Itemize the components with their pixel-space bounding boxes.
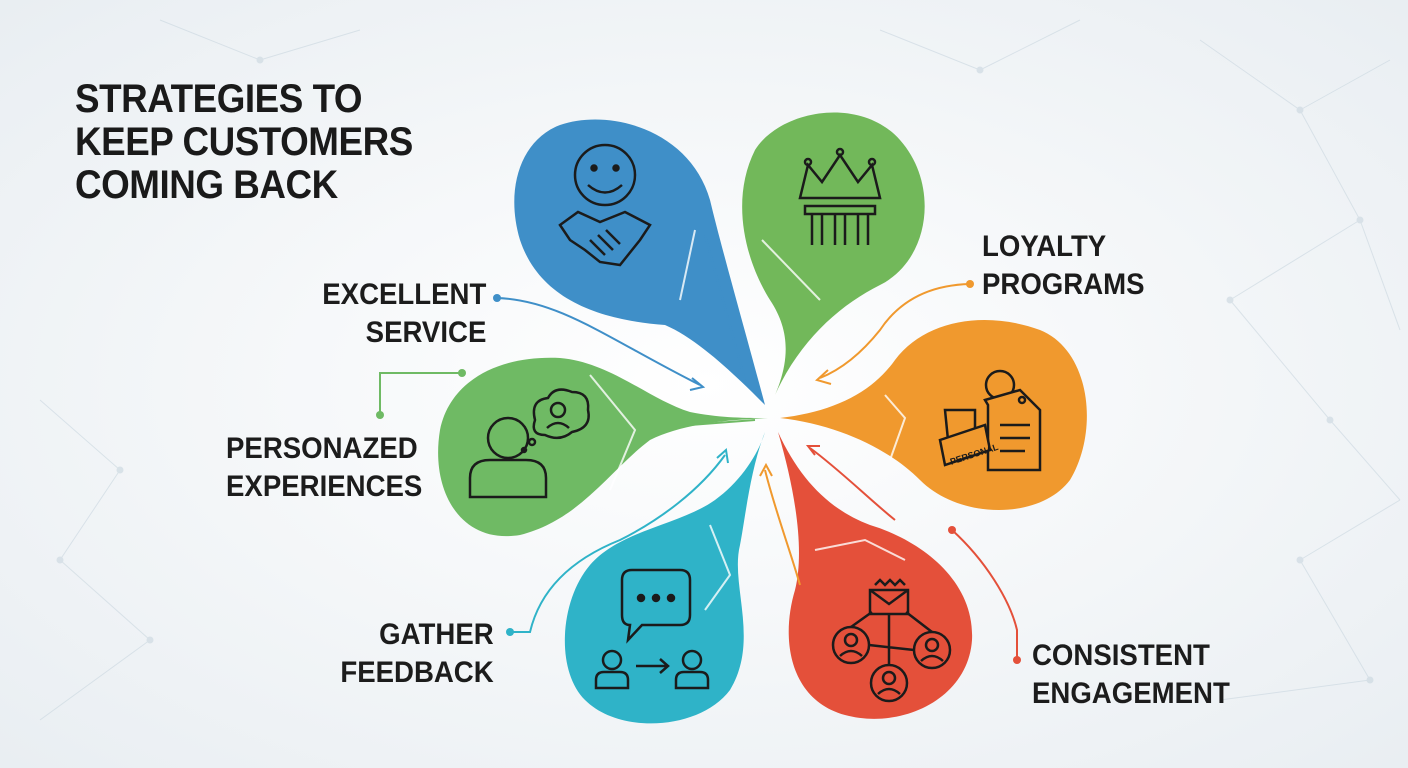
petal-crown: [742, 112, 925, 396]
label-consistent-engagement-line-2: ENGAGEMENT: [1032, 677, 1230, 710]
title-line-2: KEEP CUSTOMERS: [75, 120, 413, 164]
label-loyalty-programs-line-1: LOYALTY: [982, 230, 1107, 263]
connector-consistent-engagement: [951, 529, 1018, 660]
label-excellent-service-line-1: EXCELLENT: [321, 278, 486, 311]
smile-handshake-icon: [558, 143, 652, 267]
label-gather-feedback-line-2: FEEDBACK: [340, 656, 494, 689]
label-gather-feedback-line-1: GATHER: [379, 618, 494, 651]
price-tag-icon: [938, 369, 1042, 472]
petal-excellent-service: [514, 119, 765, 405]
connector-loyalty-programs: [819, 283, 971, 379]
title-line-3: COMING BACK: [75, 163, 338, 207]
label-loyalty-programs-line-2: PROGRAMS: [982, 268, 1145, 301]
petal-consistent-engagement: [778, 432, 973, 719]
label-consistent-engagement: CONSISTENT ENGAGEMENT: [1032, 637, 1230, 713]
label-loyalty-programs: LOYALTY PROGRAMS: [982, 228, 1145, 304]
petal-loyalty-programs: PERSONAL: [780, 320, 1087, 510]
petal-personalized-experiences: [438, 357, 768, 537]
petal-gather-feedback: [564, 432, 765, 724]
chat-exchange-icon: [594, 568, 710, 690]
label-excellent-service-line-2: SERVICE: [365, 316, 486, 349]
label-excellent-service: EXCELLENT SERVICE: [322, 276, 486, 352]
label-personalized-line-1: PERSONAZED: [226, 432, 418, 465]
crown-podium-icon: [798, 147, 882, 245]
label-consistent-engagement-line-1: CONSISTENT: [1032, 639, 1210, 672]
page-title: STRATEGIES TO KEEP CUSTOMERS COMING BACK: [75, 78, 413, 207]
connector-excellent-service: [496, 297, 701, 386]
label-personalized-experiences: PERSONAZED EXPERIENCES: [226, 430, 422, 506]
label-gather-feedback: GATHER FEEDBACK: [341, 616, 494, 692]
connector-personalized: [379, 372, 462, 415]
title-line-1: STRATEGIES TO: [75, 77, 363, 121]
connector-gather-feedback: [510, 454, 726, 633]
label-personalized-line-2: EXPERIENCES: [226, 470, 423, 503]
network-people-icon: [831, 578, 952, 703]
person-thought-icon: [468, 388, 590, 499]
